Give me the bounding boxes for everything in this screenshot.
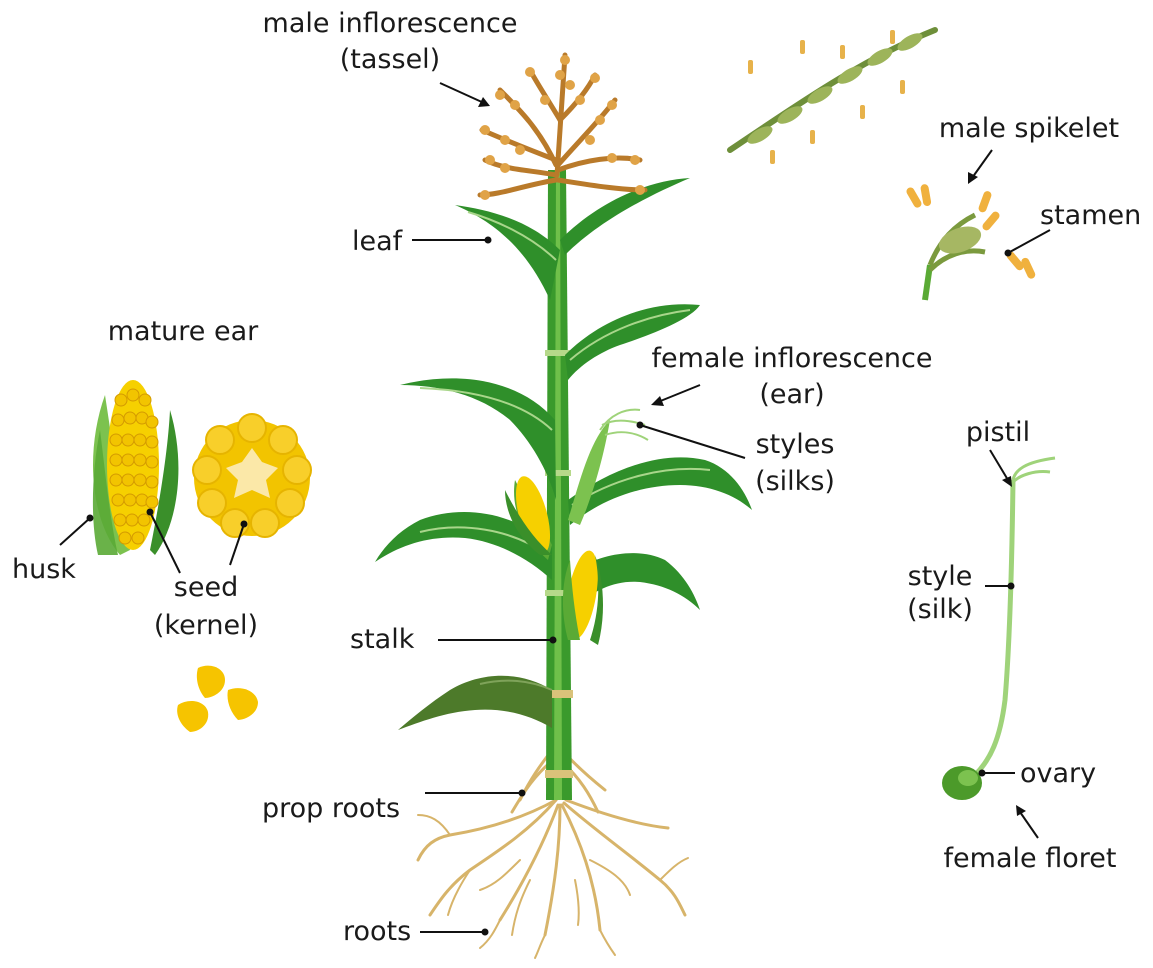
loose-kernels (177, 666, 258, 732)
label-prop-roots: prop roots (262, 793, 400, 824)
label-tassel: (tassel) (340, 44, 440, 75)
tassel (480, 55, 645, 200)
label-mature-ear: mature ear (108, 316, 259, 347)
mature-ear-illustration (93, 380, 179, 555)
ear-cross-section (193, 414, 311, 537)
label-husk: husk (12, 554, 76, 585)
tassel-branch-closeup (730, 30, 935, 164)
label-kernel: (kernel) (154, 610, 258, 641)
labels: male inflorescence (tassel) leaf male sp… (12, 8, 1141, 947)
label-female-inflorescence: female inflorescence (651, 343, 932, 374)
label-ear: (ear) (759, 379, 824, 410)
label-male-spikelet: male spikelet (939, 113, 1119, 144)
label-female-floret: female floret (944, 843, 1117, 874)
label-silks: (silks) (755, 466, 835, 497)
label-stamen: stamen (1040, 200, 1141, 231)
female-floret-illustration (942, 458, 1055, 800)
label-ovary: ovary (1020, 758, 1096, 789)
label-stalk: stalk (350, 624, 415, 655)
label-styles: styles (756, 429, 835, 460)
label-male-inflorescence: male inflorescence (263, 8, 518, 39)
label-roots: roots (343, 916, 411, 947)
label-leaf: leaf (352, 226, 404, 257)
label-silk: (silk) (907, 594, 973, 625)
label-seed: seed (174, 572, 238, 603)
label-style: style (908, 561, 973, 592)
male-spikelet (905, 184, 1037, 300)
label-pistil: pistil (966, 417, 1030, 448)
